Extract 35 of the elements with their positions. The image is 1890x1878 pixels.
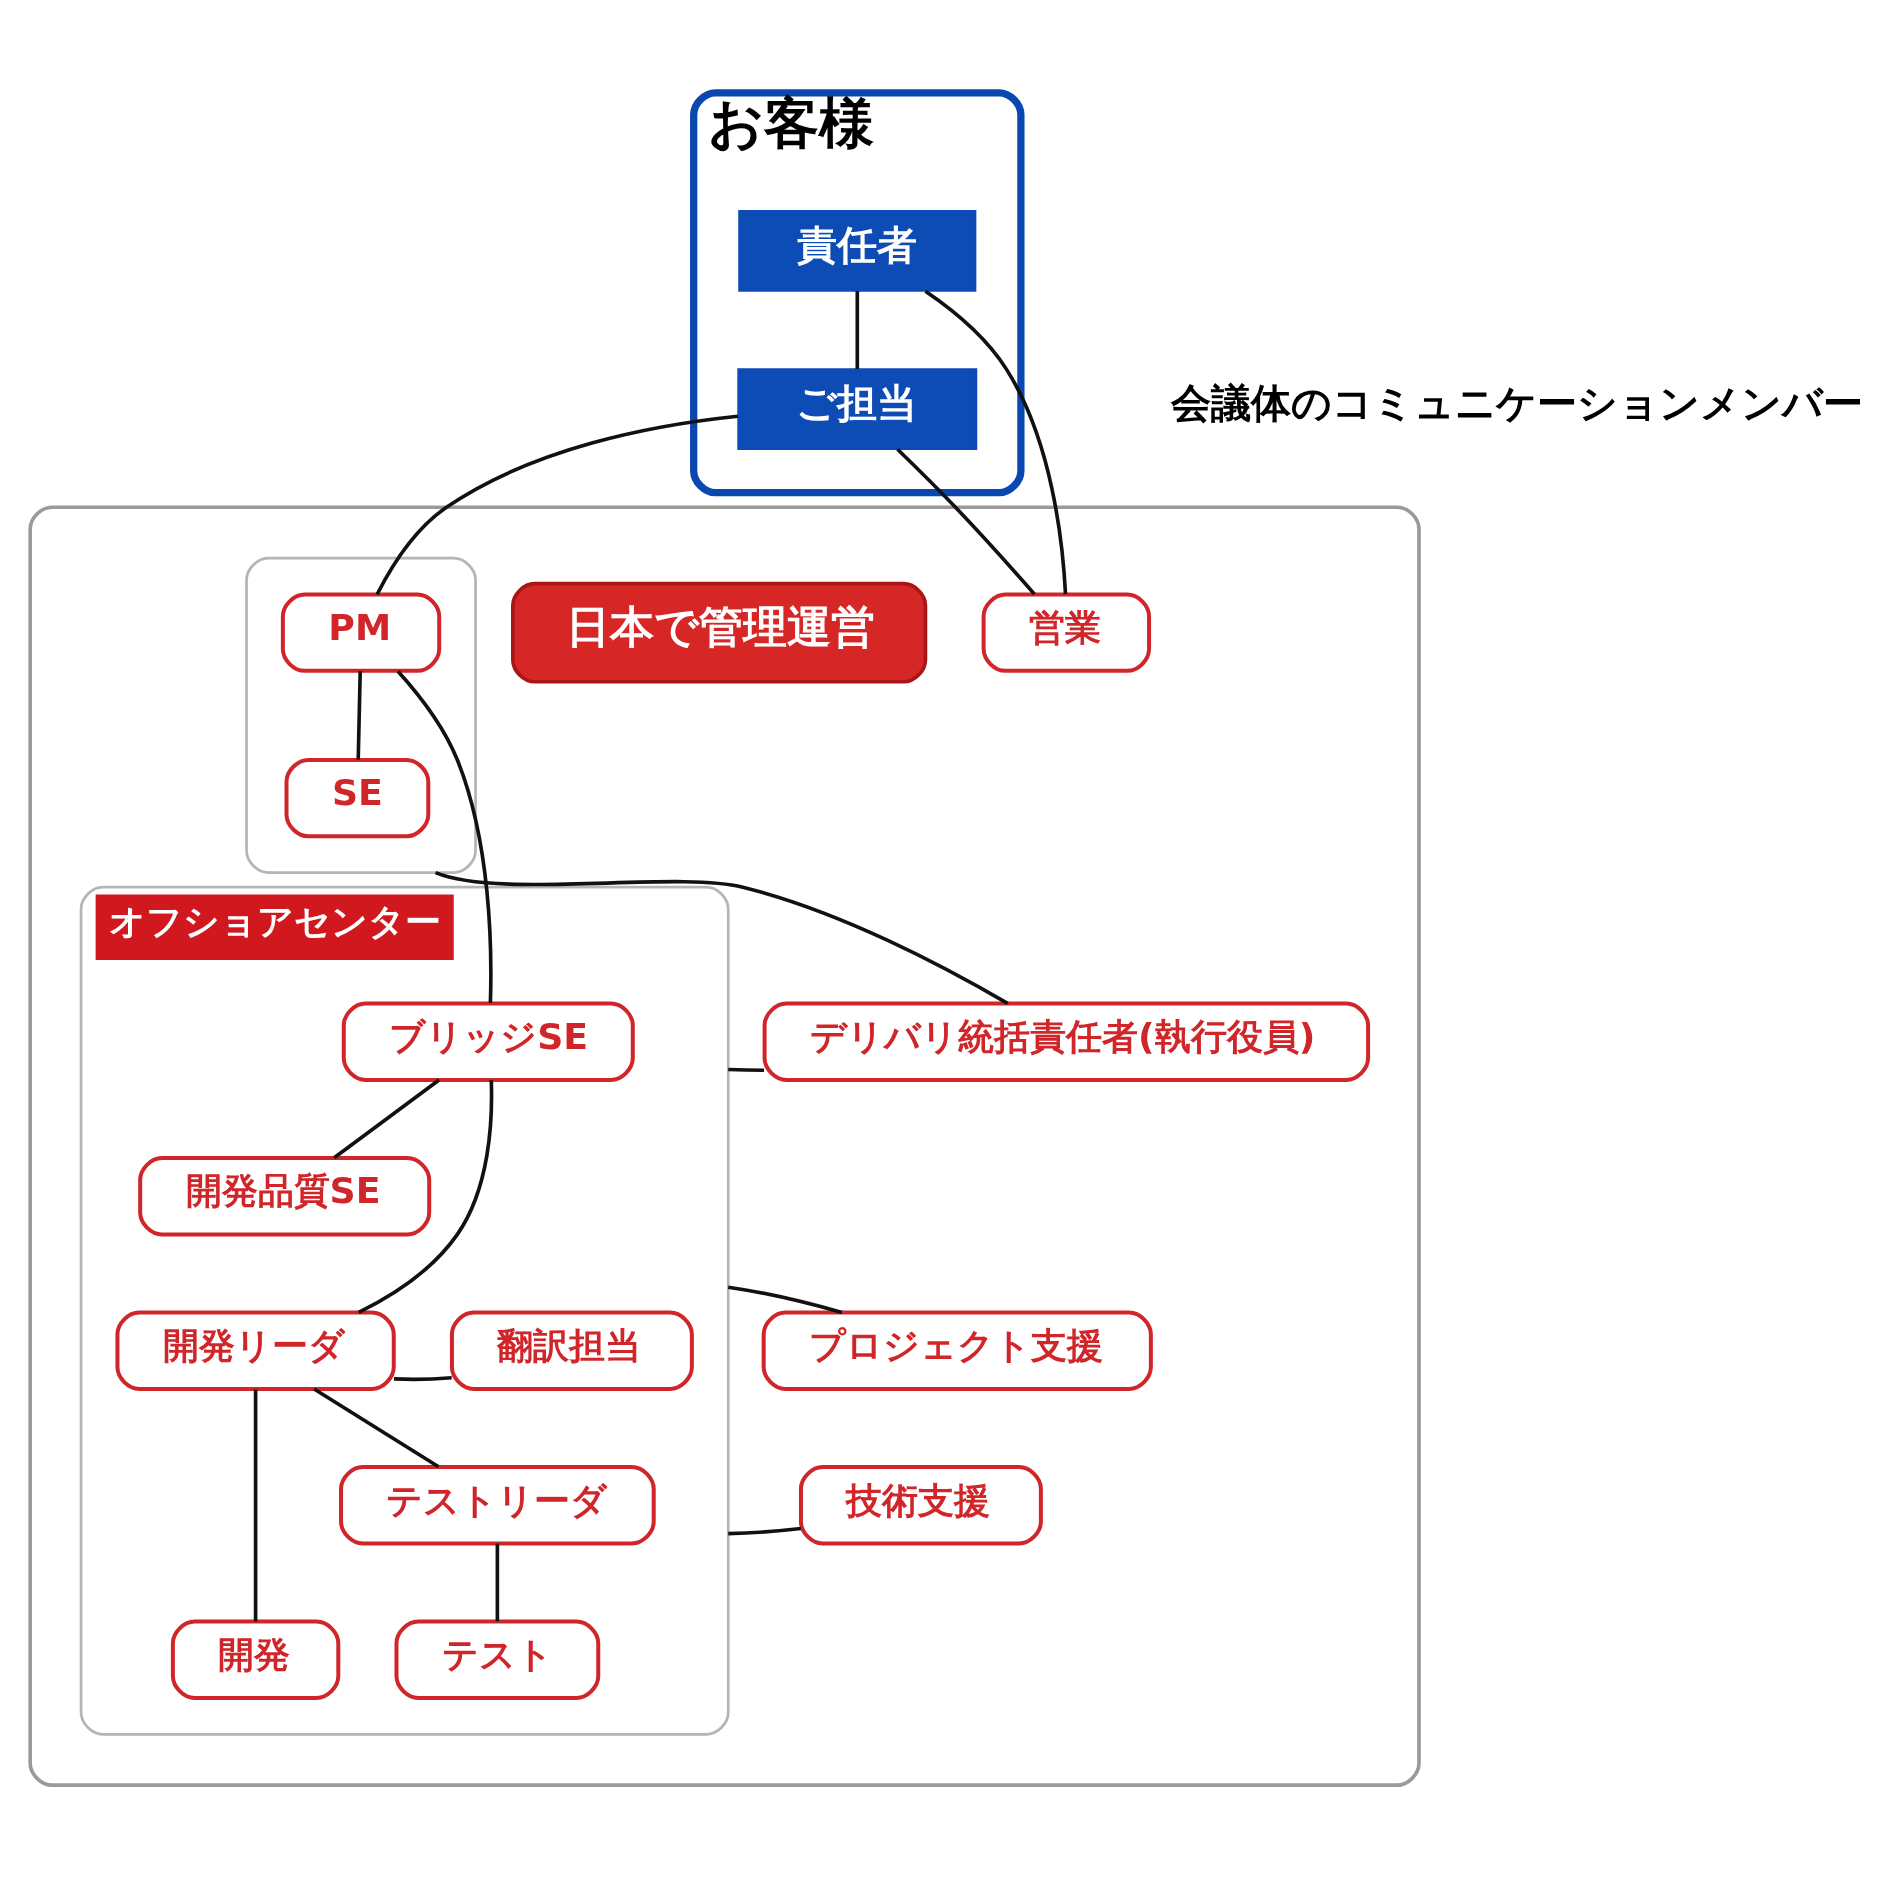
node-box: PM xyxy=(280,592,442,673)
node-box: ブリッジSE xyxy=(341,1001,635,1082)
node-box: 営業 xyxy=(981,592,1152,673)
node-box: 技術支援 xyxy=(798,1465,1043,1546)
connector xyxy=(357,1079,494,1314)
label: 会議体のコミュニケーションメンバー xyxy=(1170,380,1863,427)
node-box: デリバリ統括責任者(執行役員) xyxy=(762,1001,1371,1082)
node-box: 日本で管理運営 xyxy=(511,581,928,684)
node-box: ご担当 xyxy=(737,368,978,450)
connector xyxy=(435,870,1009,1005)
connector xyxy=(253,1389,258,1622)
node-box: SE xyxy=(284,757,431,839)
node-box: テストリーダ xyxy=(339,1465,656,1546)
connector xyxy=(495,1543,500,1622)
node-box: テスト xyxy=(394,1619,601,1700)
connector xyxy=(396,669,493,1004)
connector xyxy=(356,671,363,760)
connector xyxy=(728,1526,802,1536)
connector xyxy=(924,289,1068,595)
node-box: 開発品質SE xyxy=(138,1156,432,1237)
connector xyxy=(313,1387,440,1469)
connector xyxy=(375,414,739,596)
cluster xyxy=(28,505,1421,1787)
connector xyxy=(393,1375,452,1382)
connector xyxy=(855,290,860,369)
connector xyxy=(727,1285,843,1315)
node-box: 翻訳担当 xyxy=(449,1310,694,1391)
connector xyxy=(728,1067,765,1073)
node-box: プロジェクト支援 xyxy=(761,1310,1153,1391)
connector xyxy=(896,447,1036,596)
node-box: 開発リーダ xyxy=(115,1310,396,1391)
connector xyxy=(333,1078,441,1160)
cluster xyxy=(245,556,477,874)
node-box: 開発 xyxy=(170,1619,341,1700)
node-box: 責任者 xyxy=(738,210,977,292)
